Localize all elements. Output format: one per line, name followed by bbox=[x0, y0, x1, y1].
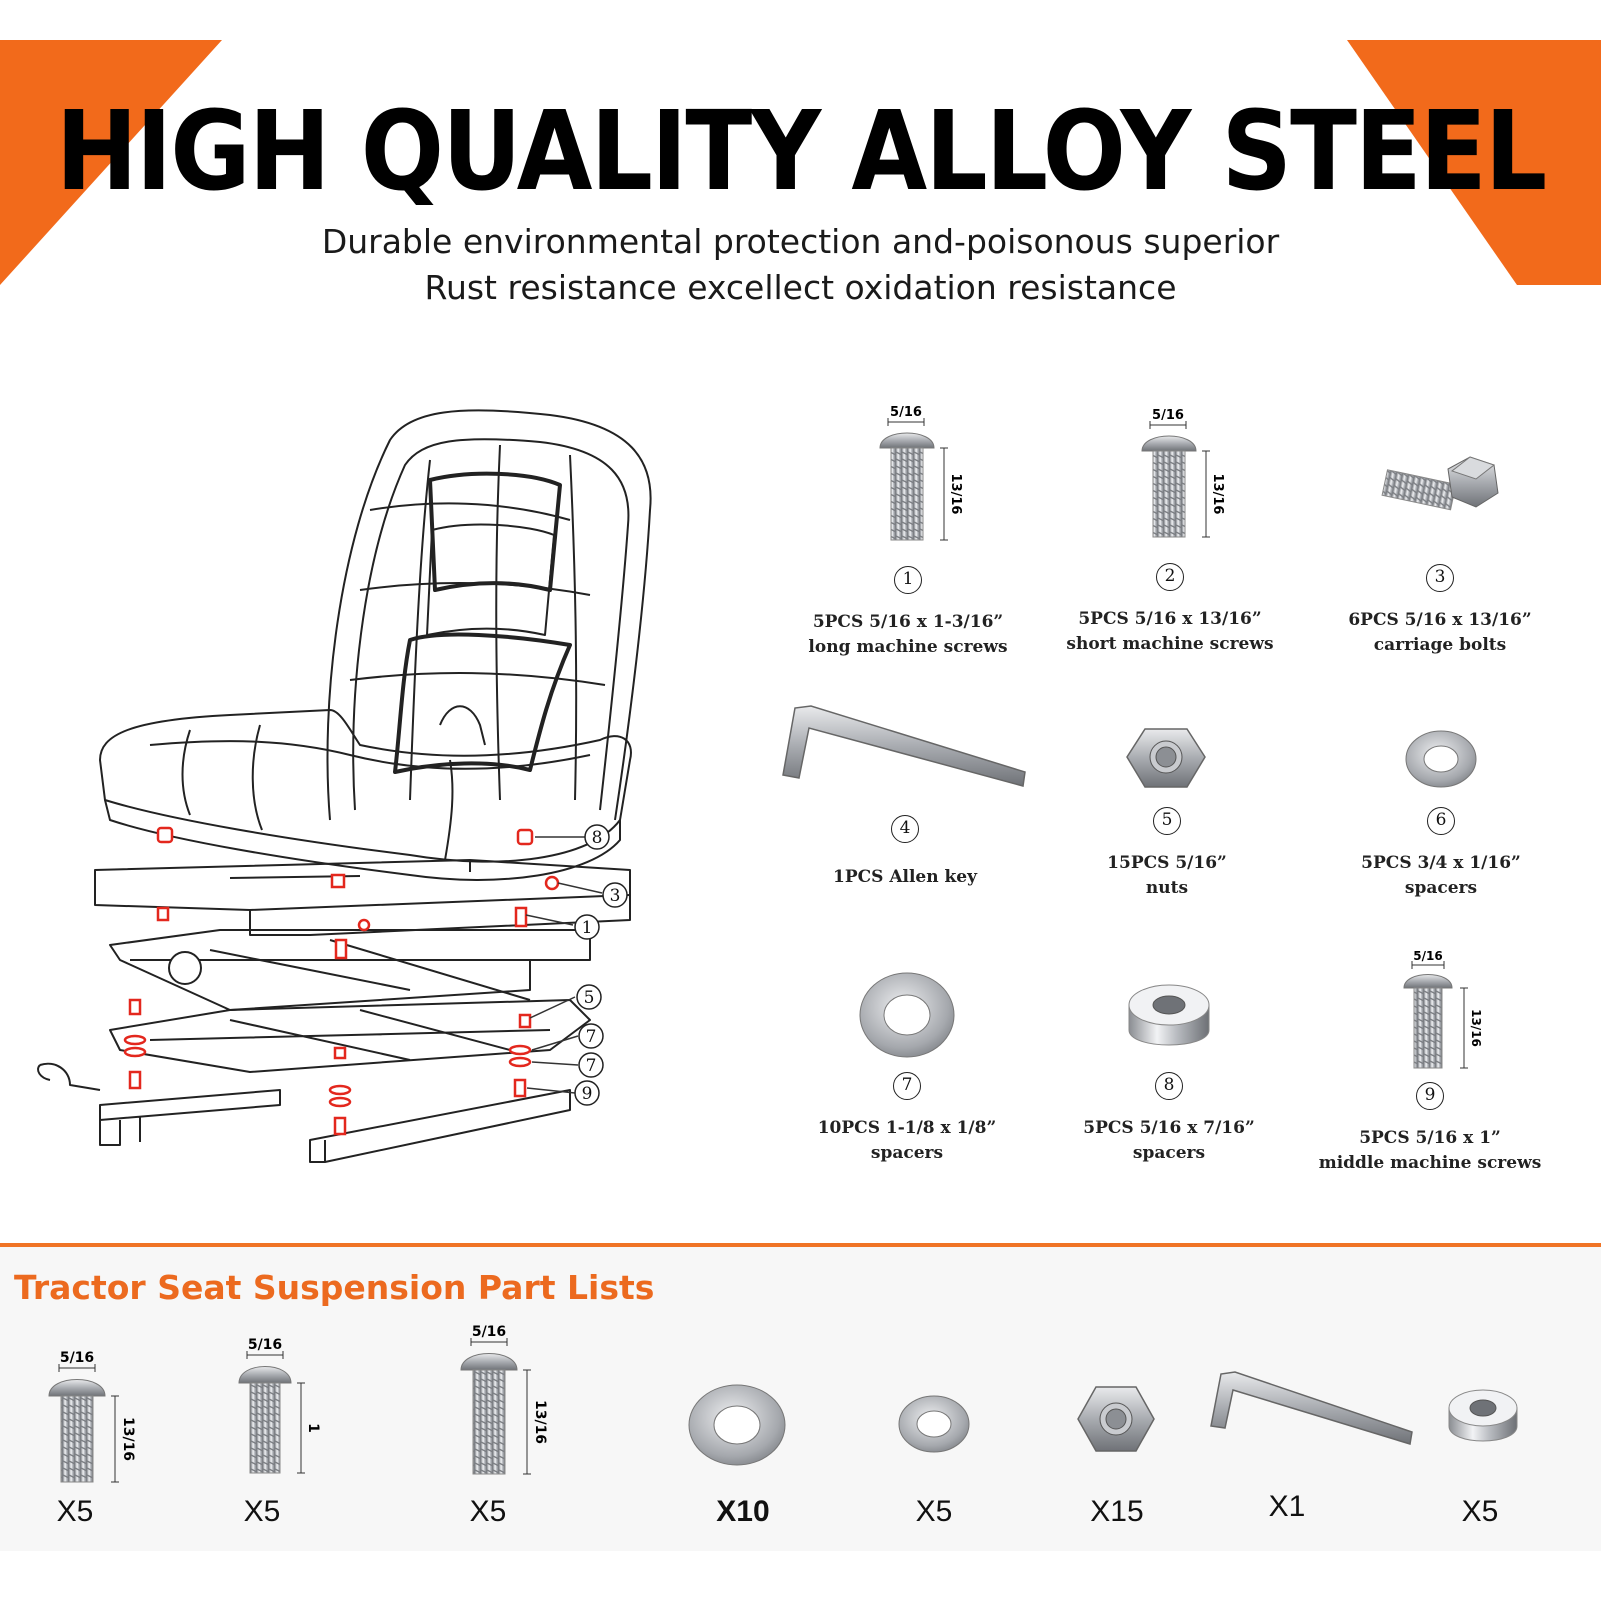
dimension-label: 5/16 bbox=[248, 1337, 282, 1353]
part-number: 9 bbox=[1416, 1082, 1444, 1110]
part-number: 6 bbox=[1427, 807, 1455, 835]
dimension-label: 13/16 bbox=[120, 1417, 135, 1461]
button-head-screw-icon: 5/16 13/16 bbox=[460, 1324, 547, 1475]
part-8: 8 5PCS 5/16 x 7/16” spacers bbox=[1039, 975, 1299, 1166]
headline: HIGH QUALITY ALLOY STEEL bbox=[55, 88, 1548, 216]
part-number: 7 bbox=[893, 1072, 921, 1100]
part-quantity-size: 5PCS 5/16 x 7/16” bbox=[1083, 1118, 1255, 1138]
callout-label: 7 bbox=[586, 1056, 597, 1076]
allen-key-icon bbox=[1210, 1371, 1413, 1445]
button-head-screw-icon: 5/16 13/16 bbox=[1141, 408, 1225, 538]
part-quantity-size: 5PCS 3/4 x 1/16” bbox=[1361, 853, 1521, 873]
large-washer-icon bbox=[688, 1384, 786, 1466]
part-1: 5/16 13/16 1 5PCS 5/16 x 1-3/16” long ma… bbox=[778, 402, 1038, 660]
chrome-spacer-icon bbox=[1448, 1389, 1518, 1442]
dimension-label: 5/16 bbox=[472, 1324, 506, 1340]
dimension-label: 5/16 bbox=[890, 405, 922, 420]
chrome-spacer-icon bbox=[1128, 984, 1210, 1046]
part-number: 8 bbox=[1155, 1072, 1183, 1100]
list-item: 5/16 1 bbox=[178, 1335, 348, 1480]
list-item bbox=[1398, 1380, 1568, 1450]
orange-corner-right bbox=[1347, 40, 1601, 285]
part-2: 5/16 13/16 2 5PCS 5/16 x 13/16” short ma… bbox=[1040, 405, 1300, 657]
allen-key-icon bbox=[782, 705, 1026, 787]
callout-label: 8 bbox=[592, 828, 603, 848]
part-description: carriage bolts bbox=[1373, 635, 1507, 655]
hex-bolt-icon bbox=[1381, 456, 1499, 511]
part-number: 4 bbox=[891, 815, 919, 843]
quantity-label: X5 bbox=[243, 1495, 281, 1528]
part-number: 5 bbox=[1153, 807, 1181, 835]
dimension-label: 5/16 bbox=[1152, 408, 1184, 423]
part-description: middle machine screws bbox=[1318, 1153, 1542, 1173]
dimension-label: 5/16 bbox=[60, 1350, 94, 1366]
part-6: 6 5PCS 3/4 x 1/16” spacers bbox=[1311, 727, 1571, 901]
part-number: 3 bbox=[1426, 564, 1454, 592]
dimension-label: 5/16 bbox=[1413, 949, 1442, 963]
part-quantity-size: 15PCS 5/16” bbox=[1107, 853, 1227, 873]
dimension-label: 13/16 bbox=[532, 1400, 547, 1444]
part-4: 4 1PCS Allen key bbox=[775, 700, 1035, 890]
part-description: spacers bbox=[870, 1143, 944, 1163]
part-quantity-size: 10PCS 1-1/8 x 1/8” bbox=[817, 1118, 997, 1138]
small-washer-icon bbox=[1405, 730, 1477, 788]
part-description: short machine screws bbox=[1066, 634, 1274, 654]
list-item: 5/16 13/16 bbox=[402, 1322, 572, 1482]
part-list-title: Tractor Seat Suspension Part Lists bbox=[14, 1268, 655, 1307]
hex-nut-icon bbox=[1077, 1386, 1155, 1452]
part-quantity-size: 5PCS 5/16 x 13/16” bbox=[1078, 609, 1262, 629]
callout-label: 7 bbox=[586, 1027, 597, 1047]
dimension-label: 13/16 bbox=[1210, 474, 1225, 515]
dimension-label: 13/16 bbox=[948, 474, 963, 515]
button-head-screw-icon: 5/16 1 bbox=[238, 1337, 321, 1474]
button-head-screw-icon: 5/16 13/16 bbox=[879, 405, 963, 541]
part-quantity-size: 5PCS 5/16 x 1-3/16” bbox=[812, 612, 1004, 632]
subtitle-line-2: Rust resistance excellect oxidation resi… bbox=[424, 268, 1177, 307]
part-number: 1 bbox=[894, 566, 922, 594]
callout-label: 9 bbox=[582, 1084, 593, 1104]
part-description: spacers bbox=[1404, 878, 1478, 898]
list-item bbox=[1031, 1383, 1201, 1455]
seat-suspension-diagram: 8 3 1 5 7 7 9 bbox=[37, 409, 652, 1163]
button-head-screw-icon: 5/16 13/16 bbox=[1403, 949, 1483, 1069]
part-description: nuts bbox=[1145, 878, 1189, 898]
quantity-label: X10 bbox=[716, 1495, 770, 1528]
part-description: spacers bbox=[1132, 1143, 1206, 1163]
callout-label: 3 bbox=[610, 886, 621, 906]
part-quantity-size: 5PCS 5/16 x 1” bbox=[1359, 1128, 1501, 1148]
button-head-screw-icon: 5/16 13/16 bbox=[48, 1350, 135, 1483]
part-quantity-size: 6PCS 5/16 x 13/16” bbox=[1348, 610, 1532, 630]
section-divider bbox=[0, 1243, 1601, 1247]
part-description: long machine screws bbox=[808, 637, 1008, 657]
subtitle-line-1: Durable environmental protection and-poi… bbox=[321, 222, 1280, 261]
callout-label: 1 bbox=[582, 918, 593, 938]
quantity-label: X5 bbox=[1461, 1495, 1499, 1528]
large-washer-icon bbox=[859, 972, 955, 1058]
dimension-label: 1 bbox=[305, 1423, 321, 1433]
quantity-label: X15 bbox=[1090, 1495, 1144, 1528]
part-quantity-size: 1PCS Allen key bbox=[832, 867, 977, 887]
part-9: 5/16 13/16 9 5PCS 5/16 x 1” middle machi… bbox=[1300, 948, 1560, 1176]
list-item bbox=[849, 1392, 1019, 1457]
quantity-label: X5 bbox=[915, 1495, 953, 1528]
quantity-label: X1 bbox=[1268, 1490, 1306, 1523]
small-washer-icon bbox=[898, 1395, 970, 1453]
orange-corner-left bbox=[0, 40, 222, 285]
list-item bbox=[652, 1380, 822, 1470]
quantity-label: X5 bbox=[56, 1495, 94, 1528]
part-5: 5 15PCS 5/16” nuts bbox=[1037, 725, 1297, 901]
hex-nut-icon bbox=[1126, 728, 1206, 788]
list-item bbox=[1207, 1368, 1413, 1453]
list-item: 5/16 13/16 bbox=[0, 1348, 160, 1488]
part-7: 7 10PCS 1-1/8 x 1/8” spacers bbox=[777, 970, 1037, 1166]
part-3: 3 6PCS 5/16 x 13/16” carriage bolts bbox=[1310, 455, 1570, 658]
callout-label: 5 bbox=[584, 988, 595, 1008]
quantity-label: X5 bbox=[469, 1495, 507, 1528]
dimension-label: 13/16 bbox=[1469, 1009, 1483, 1047]
part-number: 2 bbox=[1156, 563, 1184, 591]
